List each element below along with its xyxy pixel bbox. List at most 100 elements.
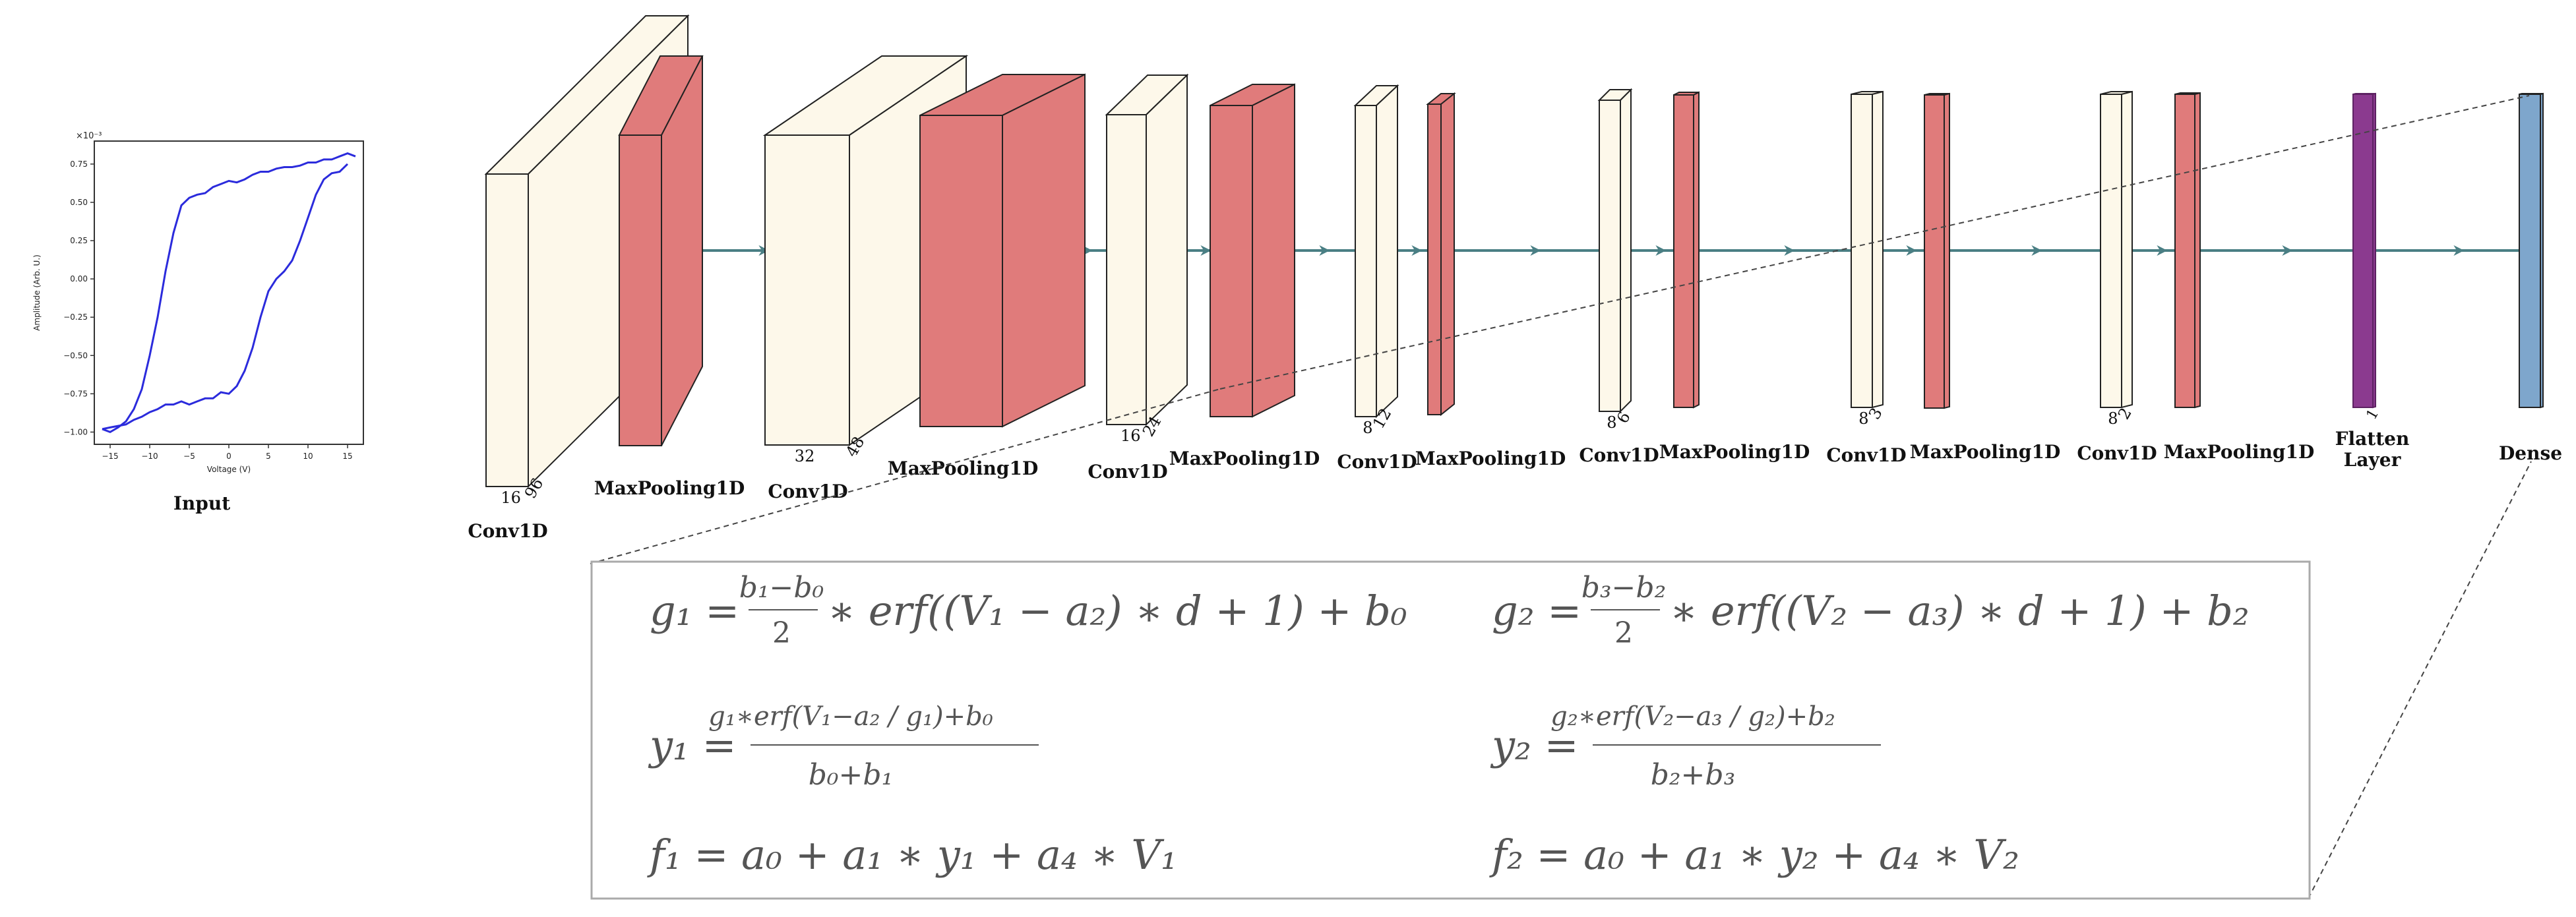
x-tick-label: −15 bbox=[102, 452, 118, 461]
svg-text:b₃−b₂: b₃−b₂ bbox=[1581, 571, 1666, 605]
layer-dim-label: 8 bbox=[2108, 409, 2118, 428]
layer-dim-label: 8 bbox=[1858, 409, 1868, 428]
layer-dim-label: 1 bbox=[2364, 406, 2383, 423]
x-tick-label: −5 bbox=[183, 452, 195, 461]
layer-front-face bbox=[2100, 94, 2122, 408]
layer-side-face bbox=[2194, 92, 2201, 409]
layer-pool-9: MaxPooling1D bbox=[1659, 91, 1810, 463]
layer-name-label: Conv1D bbox=[468, 520, 547, 542]
layer-dim-label: 16 bbox=[501, 488, 521, 507]
hysteresis-curve-upper bbox=[102, 152, 356, 434]
equation-y1: y₁ = g₁∗erf(V₁−a₂ / g₁)+b₀ b₀+b₁ bbox=[648, 701, 1039, 792]
svg-text:b₀+b₁: b₀+b₁ bbox=[809, 758, 893, 792]
svg-text:g₂∗erf(V₂−a₃ / g₂)+b₂: g₂∗erf(V₂−a₃ / g₂)+b₂ bbox=[1550, 701, 1835, 732]
y-tick-label: −1.00 bbox=[63, 427, 88, 436]
equation-g2: g₂ = b₃−b₂ 2 ∗ erf((V₂ − a₃) ∗ d + 1) + … bbox=[1492, 571, 2250, 650]
layer-dense-15: Dense bbox=[2499, 92, 2562, 464]
input-label: Input bbox=[173, 492, 230, 514]
input-plot: ×10⁻³ 0.750.500.250.00−0.25−0.50−0.75−1.… bbox=[32, 131, 364, 514]
layer-dim-label: 16 bbox=[1120, 427, 1141, 445]
layer-front-face bbox=[1427, 104, 1442, 415]
layer-side-face bbox=[1620, 88, 1632, 413]
equation-y2: y₂ = g₂∗erf(V₂−a₃ / g₂)+b₂ b₂+b₃ bbox=[1490, 701, 1881, 792]
layer-front-face bbox=[1599, 100, 1621, 412]
plot-frame bbox=[94, 140, 364, 445]
zoom-lines bbox=[590, 95, 2532, 899]
x-axis-label: Voltage (V) bbox=[207, 465, 251, 474]
y-axis-ticks: 0.750.500.250.00−0.25−0.50−0.75−1.00 bbox=[63, 160, 94, 436]
svg-text:y₁ =: y₁ = bbox=[648, 721, 737, 769]
layer-front-face bbox=[1210, 105, 1253, 417]
layer-dim-label: 32 bbox=[795, 447, 815, 465]
svg-text:b₁−b₀: b₁−b₀ bbox=[739, 571, 824, 605]
layer-side-face bbox=[1872, 90, 1884, 409]
layer-side-face bbox=[2121, 90, 2133, 409]
layer-side-face bbox=[1944, 92, 1950, 409]
layer-name-label: MaxPooling1D bbox=[1659, 441, 1810, 463]
svg-text:y₂ =: y₂ = bbox=[1490, 721, 1579, 769]
layer-front-face bbox=[1851, 94, 1873, 408]
layer-name-label: Conv1D bbox=[2077, 442, 2157, 464]
y-tick-label: 0.50 bbox=[70, 198, 88, 207]
layer-front-face bbox=[919, 115, 1003, 427]
layer-front-face bbox=[1924, 94, 1945, 409]
layer-front-face bbox=[764, 134, 850, 446]
x-tick-label: 5 bbox=[266, 452, 271, 461]
layer-pool-1: MaxPooling1D bbox=[594, 55, 745, 499]
layer-name-label: MaxPooling1D bbox=[2164, 441, 2314, 463]
layer-name-label: Conv1D bbox=[1826, 444, 1906, 466]
layer-name-label: Conv1D bbox=[768, 481, 847, 502]
layer-name-label: Dense bbox=[2499, 442, 2562, 464]
plot-exponent: ×10⁻³ bbox=[76, 131, 102, 141]
layer-front-face bbox=[1106, 114, 1147, 425]
y-tick-label: 0.00 bbox=[70, 274, 88, 283]
layer-dim-label: 8 bbox=[1363, 419, 1372, 437]
svg-text:∗ erf((V₁ − a₂) ∗ d + 1) + b₀: ∗ erf((V₁ − a₂) ∗ d + 1) + b₀ bbox=[828, 587, 1407, 635]
layer-name-label: MaxPooling1D bbox=[1910, 441, 2060, 463]
x-tick-label: 10 bbox=[303, 452, 313, 461]
layer-name-label: Conv1D bbox=[1579, 444, 1659, 466]
layer-pool-3: MaxPooling1D bbox=[888, 73, 1086, 479]
equation-g1: g₁ = b₁−b₀ 2 ∗ erf((V₁ − a₂) ∗ d + 1) + … bbox=[650, 571, 1407, 650]
layer-name-label: MaxPooling1D bbox=[594, 477, 745, 499]
layer-pool-7: MaxPooling1D bbox=[1415, 92, 1566, 469]
y-tick-label: −0.75 bbox=[63, 389, 88, 398]
layer-side-face bbox=[1440, 92, 1455, 417]
hysteresis-curve-lower bbox=[102, 163, 349, 430]
svg-text:g₁∗erf(V₁−a₂ / g₁)+b₀: g₁∗erf(V₁−a₂ / g₁)+b₀ bbox=[708, 701, 993, 732]
layer-name-label: MaxPooling1D bbox=[1415, 448, 1566, 469]
svg-text:g₁ =: g₁ = bbox=[650, 587, 739, 635]
layer-name-label: Conv1D bbox=[1088, 461, 1167, 483]
equation-box: g₁ = b₁−b₀ 2 ∗ erf((V₁ − a₂) ∗ d + 1) + … bbox=[590, 560, 2311, 900]
x-tick-label: 15 bbox=[342, 452, 352, 461]
layer-front-face bbox=[2519, 94, 2541, 408]
layer-pool-5: MaxPooling1D bbox=[1169, 83, 1320, 469]
x-axis-ticks: −15 −10 −5 0 5 10 15 bbox=[102, 444, 353, 461]
layer-front-face bbox=[1673, 94, 1694, 408]
layer-side-face bbox=[1002, 73, 1086, 428]
y-tick-label: −0.25 bbox=[63, 312, 88, 322]
layer-name-label: Conv1D bbox=[1337, 451, 1417, 473]
layer-side-face bbox=[1376, 84, 1398, 419]
layer-front-face bbox=[2174, 94, 2195, 408]
equation-frame bbox=[590, 560, 2311, 900]
layer-front-face bbox=[2352, 94, 2374, 408]
x-tick-label: −10 bbox=[141, 452, 158, 461]
layer-name-label-line2: Layer bbox=[2344, 449, 2402, 471]
layer-name-label: MaxPooling1D bbox=[1169, 448, 1320, 469]
layer-side-face bbox=[1146, 73, 1188, 427]
layer-name-label: MaxPooling1D bbox=[888, 458, 1038, 479]
x-tick-label: 0 bbox=[226, 452, 231, 461]
layer-pool-11: MaxPooling1D bbox=[1910, 92, 2060, 463]
y-tick-label: 0.75 bbox=[70, 160, 88, 169]
layer-front-face bbox=[1355, 105, 1377, 417]
layer-name-label: Flatten bbox=[2335, 428, 2410, 450]
equation-f2: f₂ = a₀ + a₁ ∗ y₂ + a₄ ∗ V₂ bbox=[1489, 831, 2019, 879]
